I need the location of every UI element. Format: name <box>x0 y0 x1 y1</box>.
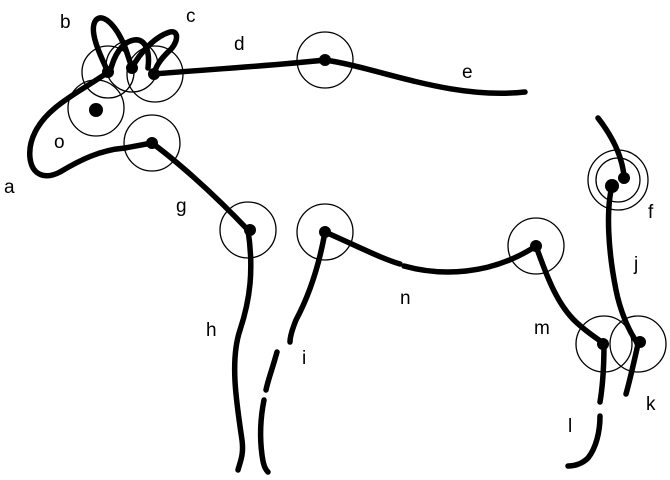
label-i: i <box>302 348 306 369</box>
rear-foot <box>626 344 638 394</box>
hind-foot <box>568 416 600 466</box>
label-c: c <box>186 6 196 27</box>
joint-dot <box>244 224 256 236</box>
label-k: k <box>646 394 656 415</box>
label-f: f <box>648 202 654 223</box>
head-outline <box>30 72 152 176</box>
joint-dot <box>126 62 138 74</box>
label-o: o <box>54 132 65 153</box>
belly-line <box>325 232 400 264</box>
front-lower-leg <box>235 230 251 470</box>
label-l: l <box>568 416 572 437</box>
label-h: h <box>206 320 217 341</box>
joint-dot <box>146 137 158 149</box>
middle-leg-mid <box>266 352 277 390</box>
label-j: j <box>633 254 638 275</box>
joint-dot <box>319 54 331 66</box>
joint-dot <box>148 68 160 80</box>
joint-dot <box>618 172 630 184</box>
middle-leg-lower <box>261 400 268 472</box>
joint-ring-tail-inner <box>596 158 640 202</box>
label-g: g <box>176 196 187 217</box>
label-e: e <box>462 62 473 83</box>
hind-lower-leg <box>600 344 604 402</box>
joint-dot <box>102 66 114 78</box>
front-upper-leg <box>152 143 248 230</box>
label-m: m <box>534 318 550 339</box>
middle-leg-upper <box>290 232 325 342</box>
belly-line-right <box>404 246 536 272</box>
joint-dot <box>319 226 331 238</box>
label-n: n <box>400 288 411 309</box>
joint-dot <box>634 336 646 348</box>
joint-dot <box>89 103 103 117</box>
joint-dot <box>605 179 619 193</box>
joint-dot <box>530 240 542 252</box>
label-b: b <box>60 12 71 33</box>
joint-dot <box>597 338 609 350</box>
label-a: a <box>4 177 15 198</box>
tail <box>598 118 624 176</box>
label-d: d <box>234 34 245 55</box>
